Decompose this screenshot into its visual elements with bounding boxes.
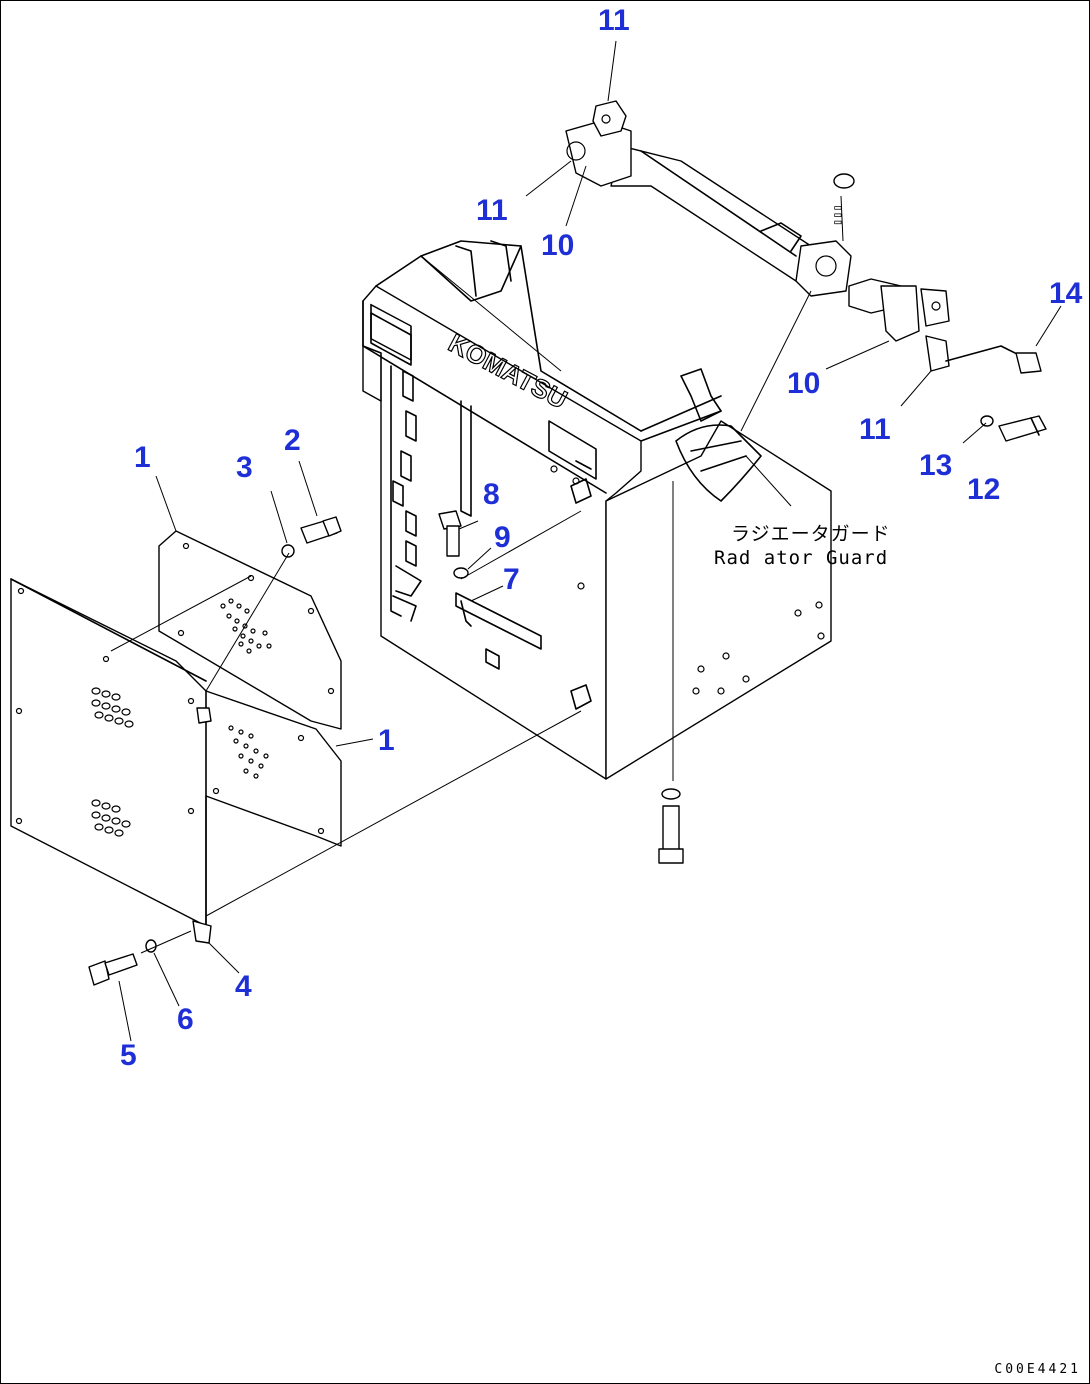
callout-12: 12 [967, 473, 1001, 506]
vent-grid-front-upper [91, 687, 134, 728]
callout-5: 5 [120, 1039, 137, 1072]
vent-grid-rear [220, 598, 272, 654]
right-joint-assembly [848, 278, 1047, 442]
callout-1-upper: 1 [134, 441, 151, 474]
callout-11-top: 11 [598, 4, 630, 37]
callout-4: 4 [235, 970, 252, 1003]
callout-9: 9 [494, 521, 511, 554]
svg-text:▯▯▯: ▯▯▯ [830, 204, 844, 226]
annotation-english: Rad ator Guard [714, 547, 889, 569]
callout-2: 2 [284, 424, 301, 457]
screen-panel-rear [158, 530, 342, 730]
callout-11-right: 11 [859, 413, 891, 446]
lower-vertical-bolt [658, 481, 684, 864]
callout-11-left: 11 [476, 194, 508, 227]
callout-7: 7 [503, 563, 520, 596]
radiator-guard-frame: KOMATSU [362, 240, 832, 780]
callout-13: 13 [919, 449, 953, 482]
vent-grid-front-right [228, 725, 269, 779]
annotation-japanese: ラジエータガード [731, 523, 891, 545]
vent-grid-front-lower [91, 799, 131, 837]
callout-10-left: 10 [541, 229, 575, 262]
callout-3: 3 [236, 451, 253, 484]
drawing-number: C00E4421 [994, 1362, 1081, 1377]
upper-support-bar: ▯▯▯ [565, 100, 855, 297]
callout-8: 8 [483, 478, 500, 511]
callout-6: 6 [177, 1003, 194, 1036]
leader-lines [110, 40, 1062, 1042]
lower-fasteners [88, 920, 212, 986]
callout-10-right: 10 [787, 367, 821, 400]
callout-14: 14 [1049, 277, 1083, 310]
callout-1-lower: 1 [378, 724, 395, 757]
upper-fasteners [281, 510, 469, 579]
screen-panel-front [10, 578, 342, 927]
